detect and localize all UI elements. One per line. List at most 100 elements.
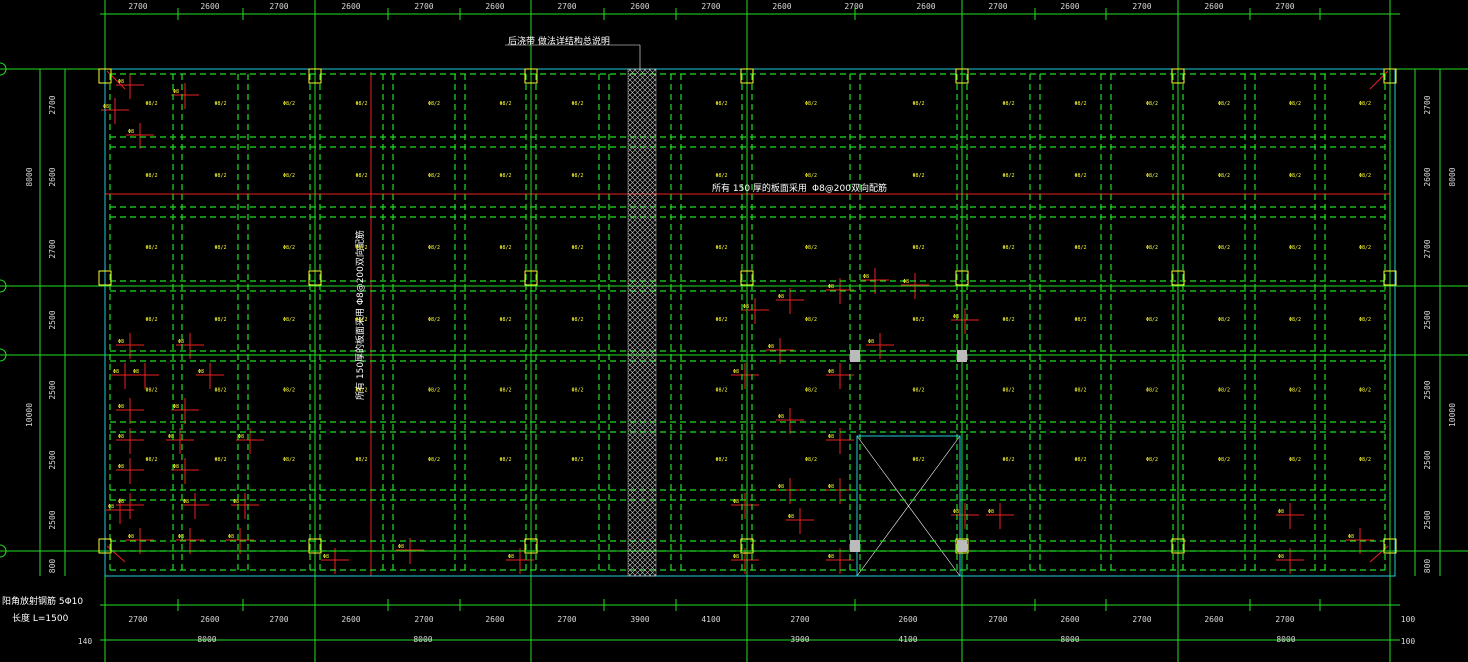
slab-label: Φ8/2: [1289, 101, 1301, 107]
dim-bottom-label: 2700: [269, 615, 288, 624]
rebar-mark-label: Φ8: [768, 344, 774, 350]
slab-label: Φ8/2: [283, 317, 295, 323]
dim-top-label: 2600: [630, 2, 649, 11]
rebar-mark-label: Φ8: [733, 499, 739, 505]
dim-left-label: 2700: [48, 239, 57, 258]
slab-label: Φ8/2: [428, 457, 440, 463]
slab-label: Φ8/2: [1359, 245, 1371, 251]
slab-label: Φ8/2: [1074, 457, 1086, 463]
slab-label: Φ8/2: [283, 245, 295, 251]
slab-label: Φ8/2: [1218, 101, 1230, 107]
slab-label: Φ8/2: [1289, 245, 1301, 251]
rebar-mark-label: Φ8: [118, 79, 124, 85]
slab-label: Φ8/2: [571, 245, 583, 251]
dim-bottom-label: 2600: [485, 615, 504, 624]
slab-label: Φ8/2: [499, 457, 511, 463]
rebar-mark-label: Φ8: [133, 369, 139, 375]
slab-label: Φ8/2: [715, 388, 727, 394]
column: [1383, 538, 1397, 554]
rebar-mark-label: Φ8: [988, 509, 994, 515]
rebar-mark-label: Φ8: [168, 434, 174, 440]
rebar-mark-label: Φ8: [128, 129, 134, 135]
slab-label: Φ8/2: [1146, 173, 1158, 179]
dim-bottom-edge-left: 140: [78, 637, 93, 646]
rebar-mark-label: Φ8: [128, 534, 134, 540]
slab-label: Φ8/2: [1218, 245, 1230, 251]
slab-label: Φ8/2: [1146, 457, 1158, 463]
slab-label: Φ8/2: [214, 317, 226, 323]
slab-label: Φ8/2: [355, 457, 367, 463]
slab-label: Φ8/2: [571, 457, 583, 463]
dim-right-total: 8000: [1448, 167, 1457, 186]
slab-label: Φ8/2: [1146, 245, 1158, 251]
slab-label: Φ8/2: [1218, 457, 1230, 463]
slab-top-rebar-note: 所有 150 厚的板面采用: [712, 182, 807, 194]
dim-left-label: 2500: [48, 450, 57, 469]
slab-label: Φ8/2: [1146, 317, 1158, 323]
axis-bubble: [0, 544, 7, 558]
column: [98, 270, 112, 286]
slab-label: Φ8/2: [1002, 457, 1014, 463]
slab-label: Φ8/2: [1359, 173, 1371, 179]
slab-label: Φ8/2: [805, 101, 817, 107]
slab-label: Φ8/2: [1359, 101, 1371, 107]
slab-label: Φ8/2: [1218, 388, 1230, 394]
slab-label: Φ8/2: [1002, 388, 1014, 394]
dim-bottom-label: 2700: [557, 615, 576, 624]
rebar-mark-label: Φ8: [953, 509, 959, 515]
rebar-mark-label: Φ8: [828, 434, 834, 440]
slab-label: Φ8/2: [214, 173, 226, 179]
dim-right-label: 2700: [1423, 239, 1432, 258]
slab-label: Φ8/2: [145, 101, 157, 107]
column-filled: [850, 350, 860, 362]
slab-label: Φ8/2: [1289, 173, 1301, 179]
slab-label: Φ8/2: [912, 388, 924, 394]
column: [1383, 68, 1397, 84]
dim-bottom-label: 2700: [988, 615, 1007, 624]
rebar-mark-label: Φ8: [118, 339, 124, 345]
dim-bottom-label: 2600: [1204, 615, 1223, 624]
column: [524, 68, 538, 84]
column: [740, 538, 754, 554]
slab-label: Φ8/2: [428, 101, 440, 107]
slab-label: Φ8/2: [1218, 317, 1230, 323]
slab-label: Φ8/2: [1146, 101, 1158, 107]
slab-label: Φ8/2: [214, 245, 226, 251]
slab-label: Φ8/2: [571, 388, 583, 394]
slab-label: Φ8/2: [428, 245, 440, 251]
rebar-mark-label: Φ8: [743, 304, 749, 310]
rebar-mark-label: Φ8: [173, 464, 179, 470]
rebar-mark-label: Φ8: [228, 534, 234, 540]
rebar-mark-label: Φ8: [953, 314, 959, 320]
dim-bottom-total-label: 3900: [790, 635, 809, 644]
dim-top-label: 2700: [1275, 2, 1294, 11]
slab-label: Φ8/2: [1074, 388, 1086, 394]
rebar-mark-label: Φ8: [778, 414, 784, 420]
column-filled: [850, 540, 860, 552]
slab-label: Φ8/2: [1074, 245, 1086, 251]
slab-label: Φ8/2: [715, 317, 727, 323]
slab-label: Φ8/2: [1359, 317, 1371, 323]
slab-label: Φ8/2: [1359, 457, 1371, 463]
dim-right-label: 2500: [1423, 310, 1432, 329]
dim-top-label: 2600: [485, 2, 504, 11]
rebar-mark-label: Φ8: [828, 554, 834, 560]
slab-label: Φ8/2: [214, 101, 226, 107]
column: [1171, 538, 1185, 554]
rebar-mark-label: Φ8: [103, 104, 109, 110]
column: [98, 538, 112, 554]
slab-label: Φ8/2: [145, 457, 157, 463]
dim-left-label: 2700: [48, 95, 57, 114]
slab-label: Φ8/2: [1074, 317, 1086, 323]
dim-left-total: 8000: [25, 167, 34, 186]
dim-right-label: 2600: [1423, 167, 1432, 186]
slab-label: Φ8/2: [283, 388, 295, 394]
dim-top-label: 2600: [1060, 2, 1079, 11]
dim-top-label: 2600: [200, 2, 219, 11]
dim-top-label: 2700: [269, 2, 288, 11]
rebar-mark-label: Φ8: [173, 89, 179, 95]
slab-label: Φ8/2: [715, 457, 727, 463]
rebar-mark-label: Φ8: [178, 339, 184, 345]
dim-bottom-label: 2700: [128, 615, 147, 624]
